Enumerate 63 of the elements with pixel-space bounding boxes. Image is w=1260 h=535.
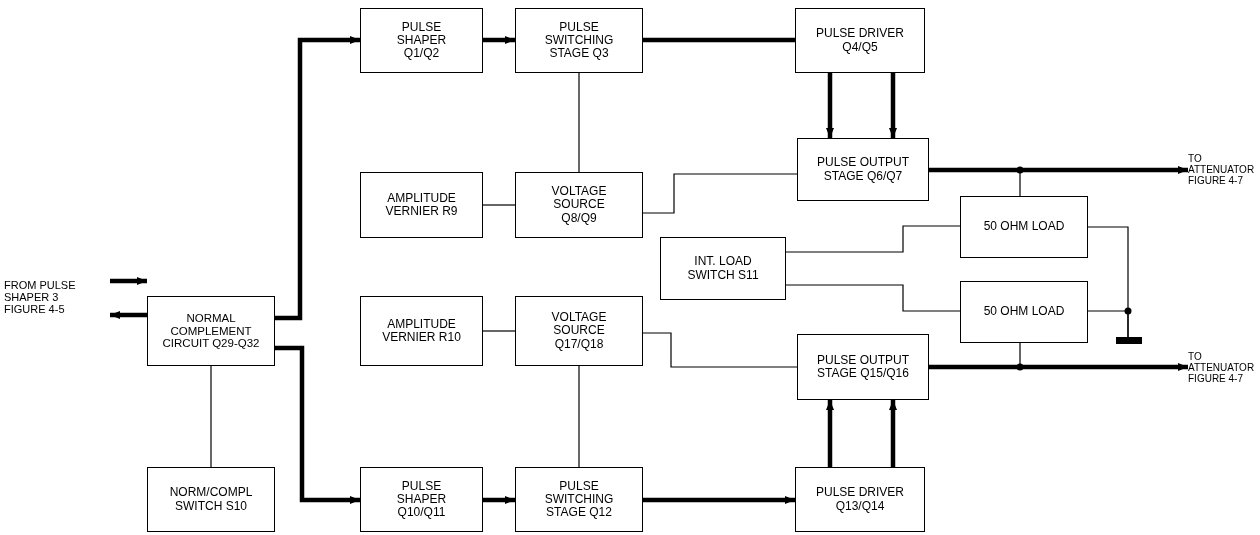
connection-line (785, 225, 961, 253)
block-label: PULSE SHAPER Q10/Q11 (395, 479, 448, 520)
signal-arrow (110, 277, 147, 285)
connection-line (928, 169, 1021, 197)
connection-line (482, 330, 516, 332)
source-label: FROM PULSE SHAPER 3 FIGURE 4-5 (4, 278, 77, 316)
block-box (360, 296, 483, 366)
connection-line (578, 365, 580, 468)
signal-arrow (929, 363, 1188, 371)
block-label: PULSE SHAPER Q1/Q2 (395, 20, 448, 61)
block-label: AMPLITUDE VERNIER R10 (381, 317, 462, 345)
block-label: AMPLITUDE VERNIER R9 (384, 191, 459, 219)
connection-line (578, 72, 580, 173)
block-box (795, 8, 925, 73)
block-label: PULSE OUTPUT STAGE Q6/Q7 (816, 156, 910, 183)
block-label: VOLTAGE SOURCE Q17/Q18 (550, 311, 608, 351)
block-label: NORMAL COMPLEMENT CIRCUIT Q29-Q32 (161, 312, 261, 350)
block-box (660, 237, 786, 300)
block-label: PULSE OUTPUT STAGE Q15/Q16 (816, 353, 910, 381)
signal-arrow (483, 36, 515, 44)
connection-line (210, 365, 212, 468)
block-label: 50 OHM LOAD (983, 220, 1065, 234)
block-box (360, 172, 483, 238)
block-box (360, 467, 483, 532)
connection-line (482, 204, 516, 206)
block-box (515, 8, 643, 73)
block-box (797, 334, 929, 400)
connection-line (642, 173, 798, 214)
connection-line (643, 37, 795, 43)
block-label: PULSE SWITCHING STAGE Q12 (543, 479, 615, 520)
destination-label: TO ATTENUATOR FIGURE 4-7 (1188, 350, 1256, 384)
signal-arrow (483, 496, 515, 504)
signal-arrow (643, 496, 795, 504)
signal-arrow (929, 166, 1188, 174)
signal-arrow (889, 400, 897, 467)
block-box (960, 196, 1088, 258)
connection-line (642, 332, 798, 368)
connection-line (785, 284, 961, 312)
signal-arrow (889, 73, 897, 138)
block-box (147, 467, 275, 532)
connection-line (1087, 310, 1129, 338)
block-box (515, 296, 643, 366)
block-box (147, 296, 275, 366)
signal-arrow (826, 73, 834, 138)
destination-label: TO ATTENUATOR FIGURE 4-7 (1188, 152, 1256, 186)
signal-arrow (110, 311, 147, 319)
block-box (795, 467, 925, 532)
block-label: 50 OHM LOAD (983, 305, 1065, 319)
block-box (515, 172, 643, 238)
block-label: PULSE DRIVER Q4/Q5 (815, 27, 905, 54)
block-label: INT. LOAD SWITCH S11 (686, 255, 760, 282)
signal-arrow (275, 345, 360, 504)
block-label: PULSE SWITCHING STAGE Q3 (543, 20, 615, 61)
block-box (515, 467, 643, 532)
block-label: PULSE DRIVER Q13/Q14 (815, 486, 905, 513)
signal-arrow (826, 400, 834, 467)
signal-arrow (275, 36, 360, 321)
block-box (797, 138, 929, 201)
block-box (960, 281, 1088, 343)
block-label: VOLTAGE SOURCE Q8/Q9 (550, 185, 608, 225)
block-box (360, 8, 483, 73)
ground-symbol (1116, 337, 1142, 344)
block-label: NORM/COMPL SWITCH S10 (168, 486, 254, 513)
